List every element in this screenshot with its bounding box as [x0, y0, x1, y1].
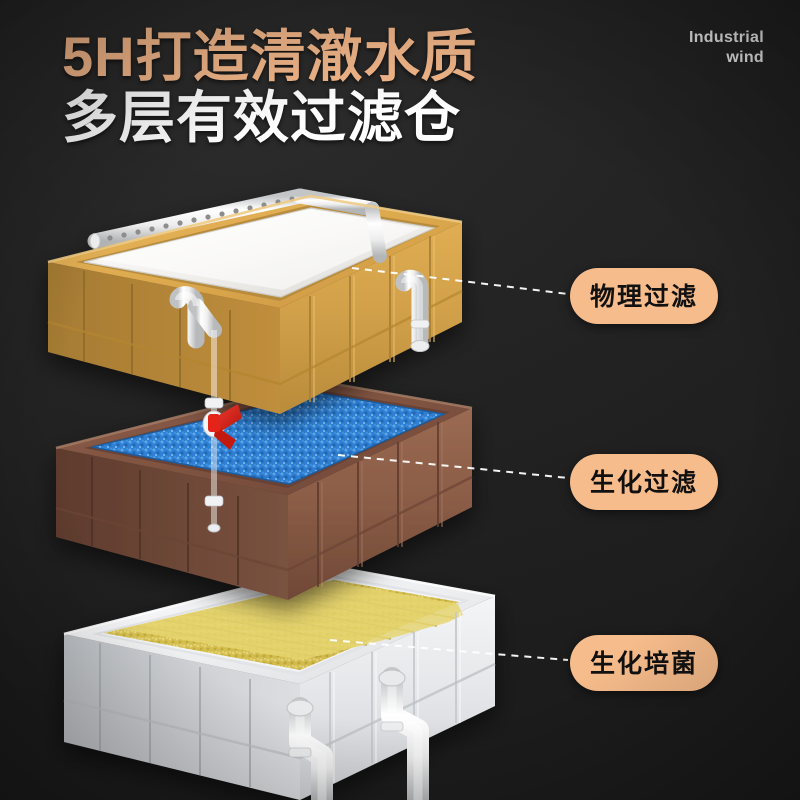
brand-logo: Industrial wind [689, 28, 764, 68]
headline-block: 5H打造清澈水质 多层有效过滤仓 [62, 28, 478, 146]
crate-brown-biofilter [55, 379, 473, 600]
headline-line-2: 多层有效过滤仓 [62, 86, 461, 150]
crate-gold-physical [47, 188, 463, 414]
badge-physical-filtration: 物理过滤 [570, 268, 719, 324]
brand-line-1: Industrial [688, 29, 764, 46]
brand-line-2: wind [726, 49, 764, 66]
badge-biochemical-filtration: 生化过滤 [570, 454, 719, 510]
headline-line-1: 5H打造清澈水质 [62, 25, 478, 88]
badge-bacteria-cultivation: 生化培菌 [570, 635, 719, 691]
crate-white-biomedia [63, 564, 496, 800]
